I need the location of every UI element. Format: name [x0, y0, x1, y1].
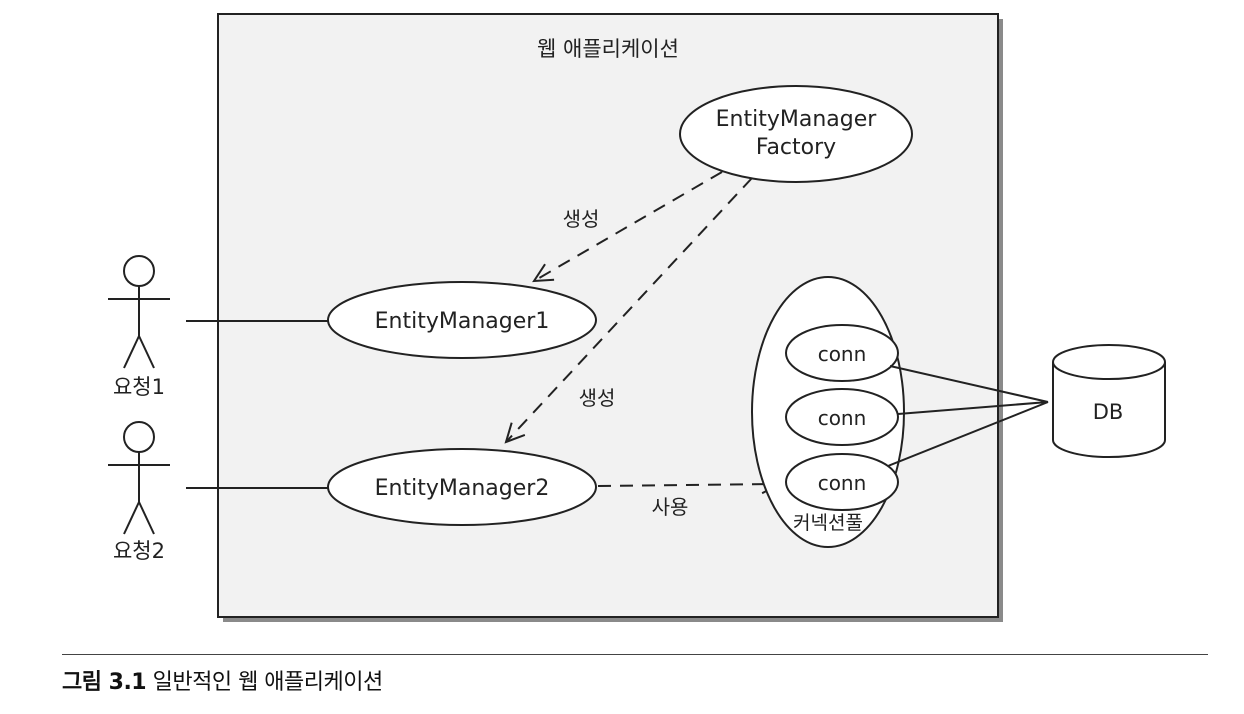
factory-label-line2: Factory — [756, 135, 836, 160]
figure-caption-text: 일반적인 웹 애플리케이션 — [152, 670, 384, 695]
connection-pool-label: 커넥션풀 — [793, 512, 863, 534]
create-arrow-2 — [504, 177, 753, 444]
use-label: 사용 — [652, 495, 689, 519]
db-label: DB — [1093, 400, 1124, 424]
conn-node-2 — [785, 388, 899, 446]
entity-manager-factory: EntityManager Factory — [679, 85, 913, 183]
conn-node-3 — [785, 453, 899, 511]
entity-manager-1-label: EntityManager1 — [375, 309, 550, 334]
create-label-2: 생성 — [579, 386, 616, 410]
conn-label-3: conn — [818, 471, 867, 495]
conn3-db-line — [887, 401, 1049, 467]
conn2-db-line — [897, 401, 1049, 415]
conn-node-1 — [785, 324, 899, 382]
actor-2-label: 요청2 — [113, 539, 165, 563]
database-cylinder: DB — [1052, 344, 1166, 458]
actor-request-1 — [108, 255, 170, 369]
conn1-db-line — [889, 365, 1049, 403]
entity-manager-2-label: EntityManager2 — [375, 476, 550, 501]
conn-label-2: conn — [818, 406, 867, 430]
connection-pool: conn conn conn 커넥션풀 — [751, 276, 905, 548]
conn-label-1: conn — [818, 342, 867, 366]
create-label-1: 생성 — [563, 207, 600, 231]
actor-1-label: 요청1 — [113, 375, 165, 399]
container-title: 웹 애플리케이션 — [537, 37, 679, 61]
create-arrow-1 — [532, 171, 723, 283]
entity-manager-2: EntityManager2 — [327, 448, 597, 526]
actor-request-2 — [108, 421, 170, 535]
use-arrow — [597, 474, 783, 495]
factory-label-line1: EntityManager — [716, 107, 878, 132]
entity-manager-1: EntityManager1 — [327, 281, 597, 359]
figure-caption: 그림 3.1 일반적인 웹 애플리케이션 — [62, 664, 383, 696]
figure-number: 그림 3.1 — [62, 670, 147, 695]
caption-divider — [62, 654, 1208, 655]
